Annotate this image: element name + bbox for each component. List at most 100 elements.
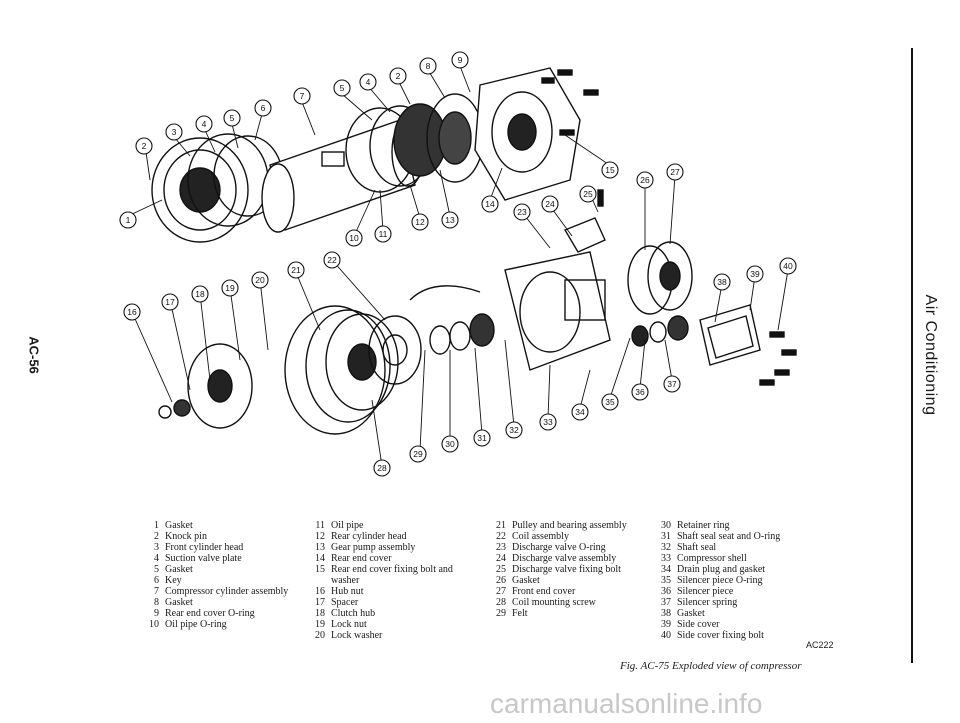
legend-text: Shaft seal seat and O-ring [677,531,781,542]
callout-6-label: 6 [261,103,266,113]
legend-num: 21 [496,520,506,531]
callout-2b: 2 [389,67,407,85]
callout-24-label: 24 [545,199,555,209]
callout-21-label: 21 [291,265,301,275]
legend-text: Side cover fixing bolt [677,630,764,641]
legend-text: Lock washer [331,630,383,641]
legend-num: 36 [661,586,671,597]
callout-13: 13 [441,211,459,229]
legend-num: 28 [496,597,506,608]
legend-text: Felt [512,608,528,619]
shaft-seal-drawing [429,313,495,355]
callout-1-label: 1 [126,215,131,225]
legend-num: 6 [154,575,159,586]
legend-text: Gasket [677,608,705,619]
legend-text: Rear cylinder head [331,531,407,542]
legend-item: 31 Shaft seal seat and O-ring [657,531,817,542]
callout-3-label: 3 [172,127,177,137]
callout-34-label: 34 [575,407,585,417]
callout-35: 35 [601,393,619,411]
legend-item: 27 Front end cover [492,586,642,597]
legend-text: Drain plug and gasket [677,564,766,575]
callout-4b: 4 [359,73,377,91]
callout-22-label: 22 [327,255,337,265]
callout-28: 28 [373,459,391,477]
callout-21: 21 [287,261,305,279]
legend-num: 38 [661,608,671,619]
callout-27-label: 27 [670,167,680,177]
callout-14-label: 14 [485,199,495,209]
callout-2a: 2 [135,137,153,155]
callout-30: 30 [441,435,459,453]
callout-38: 38 [713,273,731,291]
callout-4b-label: 4 [366,77,371,87]
legend-text: Hub nut [331,586,364,597]
legend-num: 11 [315,520,325,531]
callout-11: 11 [374,225,392,243]
callout-4a-label: 4 [202,119,207,129]
exploded-view-diagram: 1 2 3 4 5 6 7 5 4 2 8 9 10 11 12 13 14 1… [119,51,797,477]
legend-text: Front end cover [512,586,576,597]
legend-text: Rear end cover fixing bolt and washer [331,564,453,586]
callout-30-label: 30 [445,439,455,449]
legend-text: Silencer piece O-ring [677,575,763,586]
legend-num: 25 [496,564,506,575]
callout-10: 10 [345,229,363,247]
legend-item: 36 Silencer piece [657,586,817,597]
legend-num: 8 [154,597,159,608]
callout-9-label: 9 [458,55,463,65]
legend-num: 32 [661,542,671,553]
callout-31: 31 [473,429,491,447]
legend-text: Silencer piece [677,586,734,597]
callout-5a-label: 5 [230,113,235,123]
legend-text: Oil pipe O-ring [165,619,227,630]
callout-13-label: 13 [445,215,455,225]
callout-5b-label: 5 [340,83,345,93]
bolts-lower-drawing [759,331,797,386]
watermark: carmanualsonline.info [490,688,763,719]
legend-num: 22 [496,531,506,542]
legend-num: 4 [154,553,159,564]
legend-text: Gasket [165,564,193,575]
callout-19: 19 [221,279,239,297]
legend-num: 27 [496,586,506,597]
callout-2b-label: 2 [396,71,401,81]
callout-5a: 5 [223,109,241,127]
callout-18: 18 [191,285,209,303]
callout-38-label: 38 [717,277,727,287]
legend-num: 40 [661,630,671,641]
legend-num: 30 [661,520,671,531]
callout-36: 36 [631,383,649,401]
compressor-shell-drawing [504,251,611,371]
section-title: Air Conditioning [922,294,939,416]
legend-num: 39 [661,619,671,630]
page-edge-rule [911,48,913,663]
legend-num: 23 [496,542,506,553]
callout-16: 16 [123,303,141,321]
callout-17: 17 [161,293,179,311]
bolts-upper-drawing [541,69,599,136]
callout-23-label: 23 [517,207,527,217]
legend-num: 19 [315,619,325,630]
callout-6: 6 [254,99,272,117]
callout-16-label: 16 [127,307,137,317]
legend-num: 31 [661,531,671,542]
